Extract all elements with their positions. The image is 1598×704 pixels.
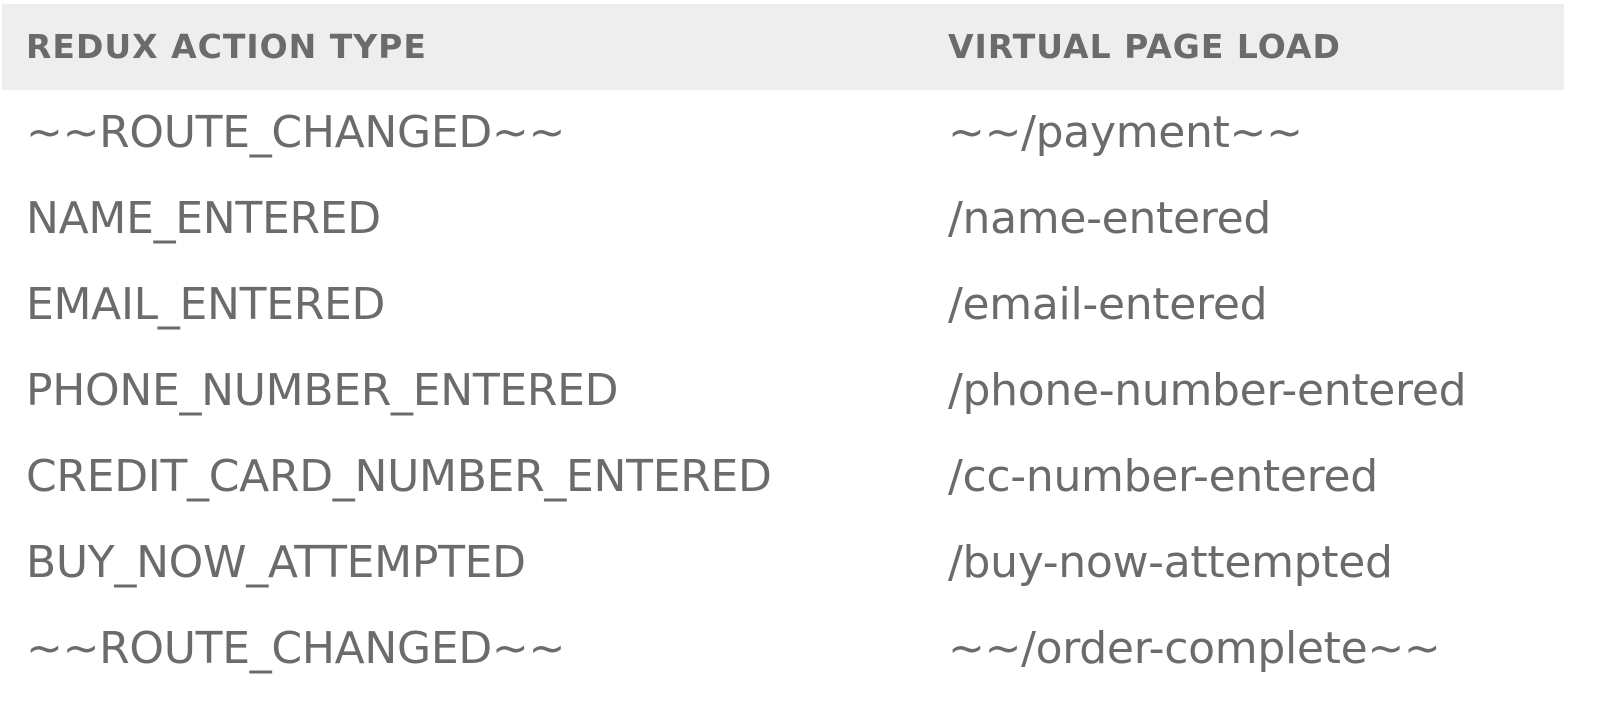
page-load-cell: ~~/payment~~ (948, 107, 1303, 158)
action-type-cell: PHONE_NUMBER_ENTERED (26, 365, 619, 416)
column-header-action-type: REDUX ACTION TYPE (26, 27, 427, 66)
column-header-page-load: VIRTUAL PAGE LOAD (948, 27, 1341, 66)
page-load-cell: ~~/order-complete~~ (948, 623, 1441, 674)
action-type-cell: EMAIL_ENTERED (26, 279, 386, 330)
action-type-cell: CREDIT_CARD_NUMBER_ENTERED (26, 451, 772, 502)
action-type-cell: ~~ROUTE_CHANGED~~ (26, 623, 566, 674)
page-load-cell: /buy-now-attempted (948, 537, 1393, 588)
action-type-cell: BUY_NOW_ATTEMPTED (26, 537, 526, 588)
action-type-cell: NAME_ENTERED (26, 193, 381, 244)
table-row: ~~ROUTE_CHANGED~~ ~~/payment~~ (2, 90, 1564, 176)
table-header: REDUX ACTION TYPE VIRTUAL PAGE LOAD (2, 4, 1564, 90)
table-row: PHONE_NUMBER_ENTERED /phone-number-enter… (2, 348, 1564, 434)
table-row: NAME_ENTERED /name-entered (2, 176, 1564, 262)
table-row: BUY_NOW_ATTEMPTED /buy-now-attempted (2, 520, 1564, 606)
table-row: EMAIL_ENTERED /email-entered (2, 262, 1564, 348)
page-load-cell: /email-entered (948, 279, 1268, 330)
table-row: CREDIT_CARD_NUMBER_ENTERED /cc-number-en… (2, 434, 1564, 520)
action-table: REDUX ACTION TYPE VIRTUAL PAGE LOAD ~~RO… (2, 4, 1564, 692)
page-load-cell: /cc-number-entered (948, 451, 1378, 502)
action-type-cell: ~~ROUTE_CHANGED~~ (26, 107, 566, 158)
page-load-cell: /phone-number-entered (948, 365, 1467, 416)
page-load-cell: /name-entered (948, 193, 1271, 244)
table-row: ~~ROUTE_CHANGED~~ ~~/order-complete~~ (2, 606, 1564, 692)
